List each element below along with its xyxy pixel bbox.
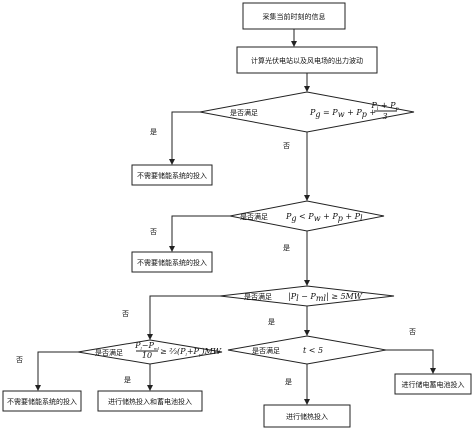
- decision-4-frac-num: Pl−Pml: [134, 341, 160, 351]
- arrow-cond5-no: [386, 349, 436, 374]
- node-heat-text: 进行储热投入: [286, 412, 328, 421]
- branch-cond5-no: 否: [409, 328, 416, 336]
- arrow-cond2-no: [169, 215, 230, 252]
- node-battery-text: 进行储电蓄电池投入: [402, 380, 465, 389]
- branch-cond4-yes: 是: [124, 376, 131, 384]
- decision-3-label: 是否满足: [244, 292, 272, 301]
- decision-1: 是否满足 Pg = Pw + Pp + Pl + Pp 3: [199, 91, 415, 133]
- node-no-storage-2: 不需要储能系统的投入: [131, 251, 213, 273]
- decision-2-label: 是否满足: [240, 212, 268, 221]
- decision-4: 是否满足 Pl−Pml 10 ≥ ⅔(Pl+Pp)MW: [77, 339, 223, 365]
- node-heat: 进行储热投入: [263, 404, 351, 428]
- decision-1-frac-num: Pl + Pp: [370, 101, 399, 112]
- node-no-storage-3-text: 不需要储能系统的投入: [7, 397, 77, 406]
- node-no-storage-1-text: 不需要储能系统的投入: [137, 171, 207, 180]
- decision-4-rhs: ≥ ⅔(Pl+Pp)MW: [160, 347, 222, 357]
- branch-cond4-no: 否: [16, 356, 23, 364]
- branch-cond2-yes: 是: [283, 244, 290, 252]
- decision-2: 是否满足 Pg < Pw + Pp + Pl: [229, 200, 385, 232]
- decision-4-frac-den: 10: [142, 351, 152, 360]
- branch-cond1-no: 否: [283, 142, 290, 150]
- node-no-storage-1: 不需要储能系统的投入: [131, 164, 213, 186]
- node-collect-info: 采集当前时刻的信息: [242, 2, 346, 30]
- decision-5-formula: t < 5: [303, 346, 323, 355]
- decision-5-label: 是否满足: [252, 346, 280, 355]
- arrow-cond3-no: [147, 295, 220, 340]
- decision-3: 是否满足 |Pl − Pml| ≥ 5MW: [219, 285, 395, 307]
- node-calc-fluctuation: 计算光伏电站以及风电场的出力波动: [236, 46, 378, 74]
- node-no-storage-3: 不需要储能系统的投入: [2, 390, 82, 412]
- arrow-cond1-yes: [169, 111, 200, 165]
- decision-2-formula: Pg < Pw + Pp + Pl: [285, 212, 363, 223]
- branch-cond1-yes: 是: [150, 128, 157, 136]
- decision-3-formula: |Pl − Pml| ≥ 5MW: [288, 292, 363, 303]
- branch-cond5-yes: 是: [285, 378, 292, 386]
- decision-5: 是否满足 t < 5: [227, 335, 387, 365]
- node-heat-and-battery-text: 进行储热投入和蓄电池投入: [108, 397, 192, 406]
- branch-cond3-no: 否: [122, 310, 129, 318]
- decision-1-formula: Pg = Pw + Pp +: [309, 108, 376, 119]
- node-battery: 进行储电蓄电池投入: [394, 373, 472, 395]
- arrow-cond4-no: [35, 351, 78, 391]
- node-calc-fluctuation-text: 计算光伏电站以及风电场的出力波动: [251, 56, 363, 65]
- branch-cond3-yes: 是: [268, 318, 275, 326]
- branch-cond2-no: 否: [150, 228, 157, 236]
- node-collect-info-text: 采集当前时刻的信息: [263, 12, 326, 21]
- decision-4-label: 是否满足: [95, 348, 123, 357]
- decision-1-frac-den: 3: [382, 112, 387, 121]
- node-heat-and-battery: 进行储热投入和蓄电池投入: [97, 390, 203, 412]
- node-no-storage-2-text: 不需要储能系统的投入: [137, 258, 207, 267]
- decision-1-label: 是否满足: [230, 108, 258, 117]
